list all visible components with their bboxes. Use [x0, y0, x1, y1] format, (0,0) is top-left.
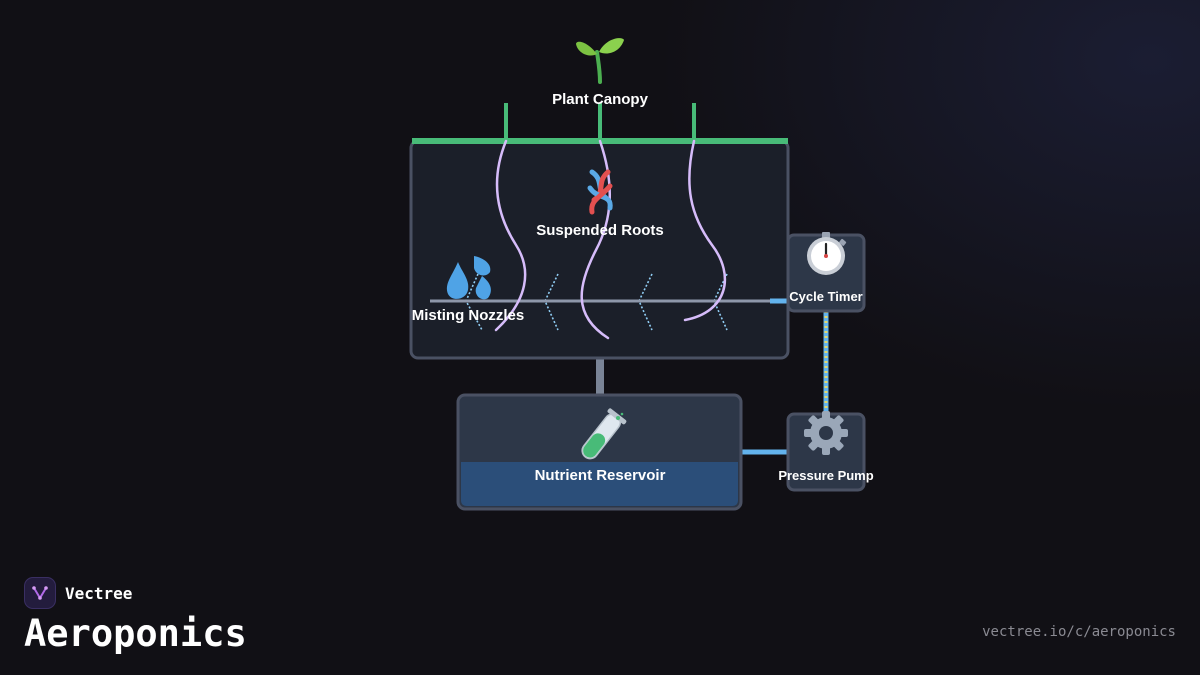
test-tube-icon — [581, 408, 627, 460]
brand: Vectree — [24, 577, 132, 609]
droplets-icon — [446, 256, 491, 300]
reservoir-water — [461, 462, 738, 506]
nutrient-reservoir-label: Nutrient Reservoir — [535, 467, 666, 484]
suspended-roots-label: Suspended Roots — [536, 222, 664, 239]
root-strand — [580, 139, 612, 340]
roots — [494, 139, 727, 340]
bubble — [620, 412, 624, 416]
page-title: Aeroponics — [24, 612, 247, 655]
root-chamber — [409, 139, 790, 360]
vectree-logo-icon — [24, 577, 56, 609]
plant-canopy-label: Plant Canopy — [552, 91, 649, 108]
misting-nozzles-label: Misting Nozzles — [412, 307, 525, 324]
gear-icon — [804, 411, 848, 455]
knot-icon — [587, 169, 613, 215]
root-strand — [494, 139, 527, 332]
brand-name: Vectree — [65, 583, 133, 603]
bubble — [616, 416, 620, 420]
pressure-pump-label: Pressure Pump — [778, 468, 873, 483]
seedling-icon — [576, 38, 624, 84]
cycle-timer-label: Cycle Timer — [789, 289, 862, 304]
stopwatch-icon — [807, 232, 847, 275]
page-url[interactable]: vectree.io/c/aeroponics — [982, 624, 1176, 640]
root-strand — [683, 139, 727, 322]
